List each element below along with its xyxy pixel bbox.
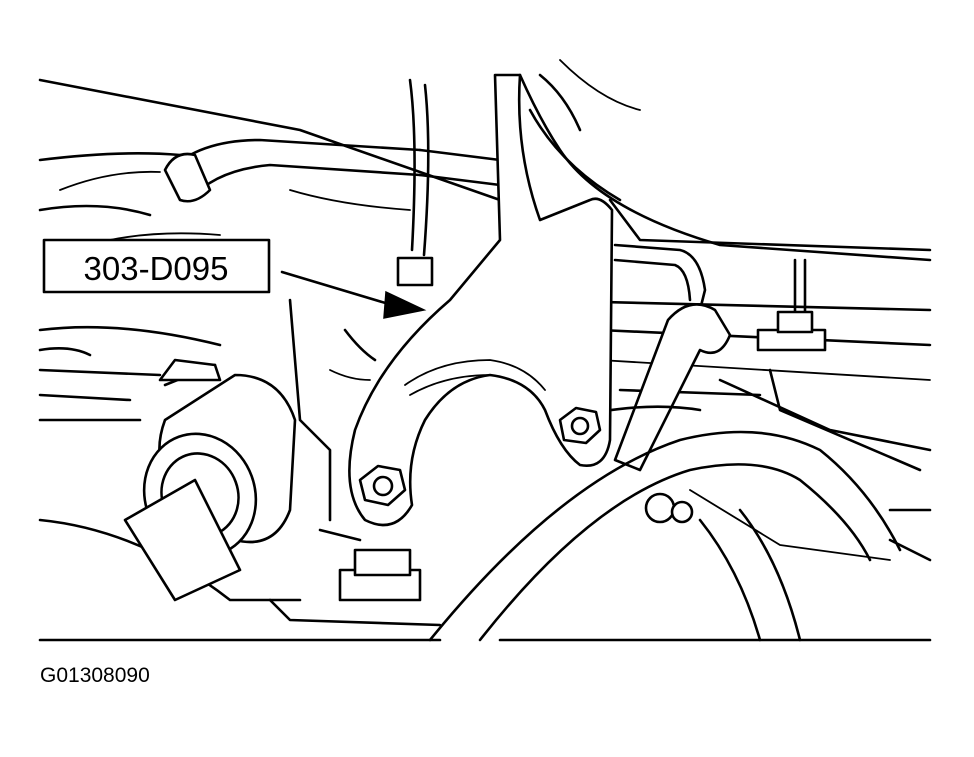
engine-background: [38, 59, 932, 642]
tool-callout: 303-D095: [42, 238, 427, 319]
arrow-icon: [383, 290, 427, 319]
bracket-bolt-left: [358, 464, 407, 507]
bracket-bolt-right: [558, 406, 602, 445]
figure-id: G01308090: [40, 664, 150, 687]
callout-leader-line: [280, 270, 394, 307]
bracket-tool: [348, 73, 614, 527]
callout-label: 303-D095: [84, 250, 229, 287]
callout-box: [42, 238, 271, 294]
